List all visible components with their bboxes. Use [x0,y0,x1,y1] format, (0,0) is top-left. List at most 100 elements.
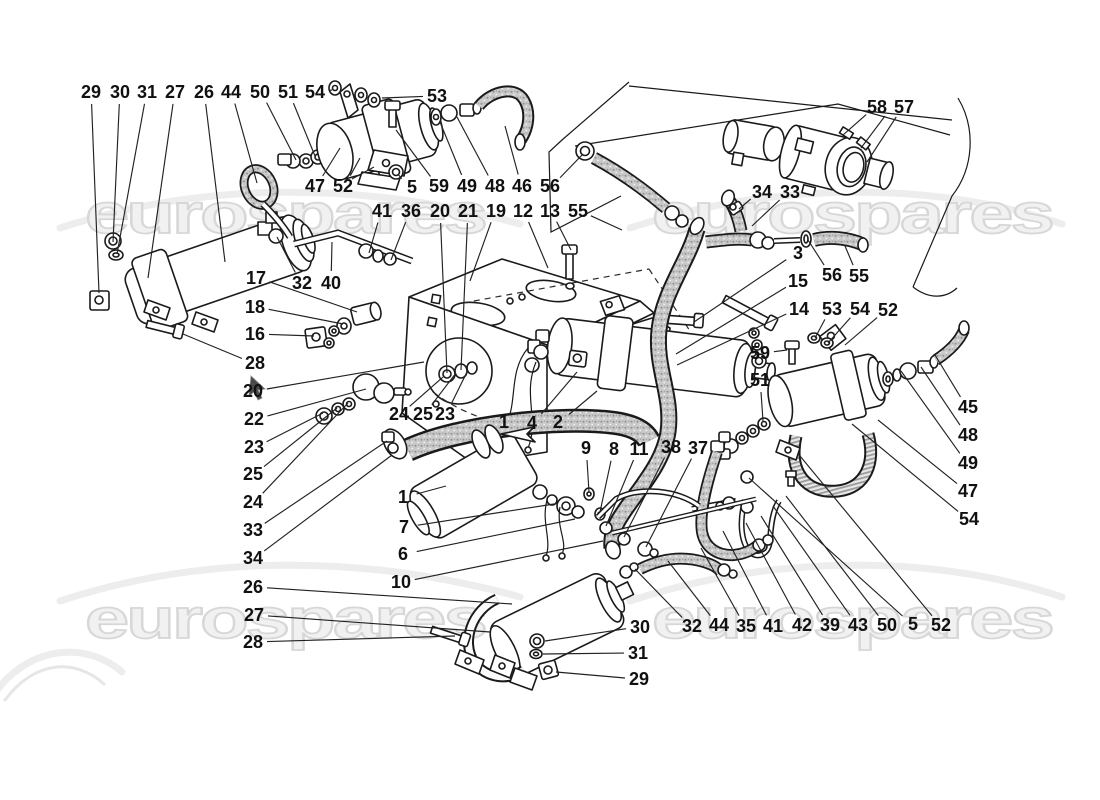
part-number-label: 25 [413,404,433,424]
part-number-label: 50 [250,82,270,102]
leader-line [469,222,492,282]
leader-line [634,568,683,618]
leader-line [700,547,740,616]
leader-line [460,222,468,371]
part-number-label: 23 [435,404,455,424]
leader-line [268,333,315,337]
part-number-label: 31 [628,643,648,663]
leader-line [760,515,823,616]
part-number-label: 26 [243,577,263,597]
part-number-label: 32 [682,616,702,636]
leader-line [456,116,489,176]
leader-line [328,89,333,92]
part-number-label: 38 [661,437,681,457]
part-number-label: 8 [609,439,619,459]
leader-line [851,423,959,512]
part-number-label: 53 [822,299,842,319]
leader-line [439,121,463,176]
part-number-label: 7 [399,517,409,537]
leader-line [860,115,886,149]
leader-line [397,173,403,180]
fuel-pump-bottom [429,552,738,691]
part-number-label: 31 [137,82,157,102]
leader-line [322,147,341,177]
leader-line [263,407,338,468]
bolt [788,347,796,365]
leader-line [116,103,146,255]
leader-line [568,390,598,415]
part-number-label: 52 [878,300,898,320]
direction-flag-marker [500,426,536,443]
leader-line [269,281,358,313]
leader-line [528,221,549,269]
part-number-label: 52 [931,615,951,635]
bushing-cluster [304,301,382,349]
part-number-label: 41 [763,616,783,636]
part-number-label: 16 [245,324,265,344]
part-number-label: 24 [243,492,263,512]
part-number-label: 5 [407,177,417,197]
part-number-label: 55 [849,266,869,286]
part-number-label: 27 [165,82,185,102]
leader-line [605,459,635,527]
part-number-label: 49 [457,176,477,196]
leader-line [349,157,361,176]
part-number-label: 35 [736,616,756,636]
leader-line [751,199,780,227]
part-number-label: 22 [244,409,264,429]
part-number-label: 33 [780,182,800,202]
mouse-cursor [248,375,266,401]
leader-line [266,587,513,605]
part-number-label: 42 [792,615,812,635]
part-number-label: 51 [750,370,770,390]
leader-line [414,540,604,581]
leader-line [675,286,787,355]
part-number-label: 56 [540,176,560,196]
part-number-label: 4 [527,413,537,433]
part-number-label: 34 [752,182,772,202]
part-number-label: 15 [788,271,808,291]
leader-line [395,129,431,177]
leader-line [555,671,626,679]
leader-line [234,103,258,184]
leader-line [772,505,851,616]
bolt [565,252,574,280]
leader-line [676,313,787,366]
leader-line [266,635,456,643]
bolt [388,108,397,128]
fuel-pump-left [89,149,414,340]
leader-line [416,518,576,553]
hex-nut [740,470,754,484]
tank-unit-pump [778,124,894,197]
part-number-label: 30 [110,82,130,102]
part-number-label: 2 [553,412,563,432]
part-number-label: 47 [958,481,978,501]
leader-line [351,166,375,180]
watermark-text: eurospares [652,587,1052,651]
leader-line [693,259,787,323]
part-number-label: 58 [867,97,887,117]
leader-line [645,458,693,548]
rubber-mount-and-washers [315,373,412,425]
hose-end [514,133,526,151]
part-number-label: 33 [243,520,263,540]
leader-line [450,369,469,404]
leader-line [934,354,961,398]
main-fuel-hose [575,141,869,560]
part-number-label: 26 [194,82,214,102]
part-number-label: 13 [540,201,560,221]
leader-line [182,333,243,360]
part-number-label: 52 [333,176,353,196]
bolt [145,319,186,340]
leader-line [268,308,344,325]
leader-line [900,370,961,454]
part-number-label: 44 [221,82,241,102]
fuel-pump-top [316,80,535,191]
leader-line [417,503,555,526]
leader-line [544,628,627,642]
part-number-label: 19 [486,201,506,221]
car-body-outline [548,81,971,297]
leader-line [773,349,788,353]
